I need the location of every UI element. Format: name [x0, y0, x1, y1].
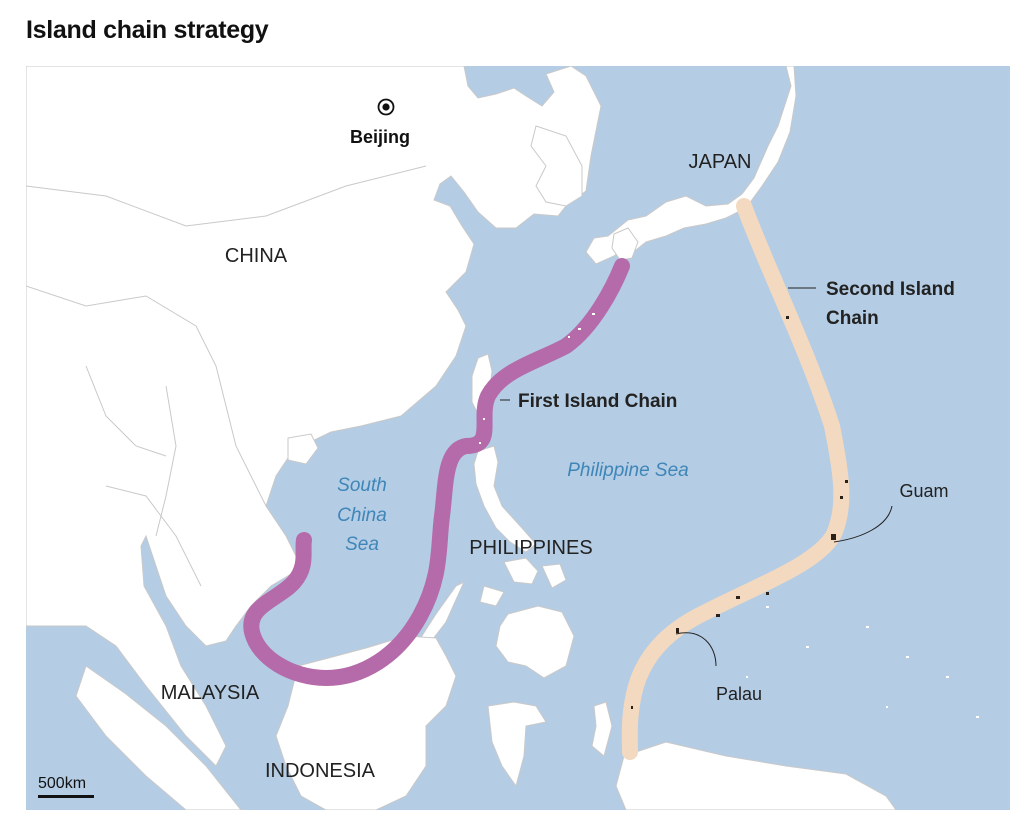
label-second-island-chain-1: Second Island [826, 279, 955, 300]
mindanao-island [495, 605, 575, 679]
country-label-china: CHINA [225, 245, 288, 267]
sea-label-south-china-2: China [337, 505, 387, 526]
visayas-islands [479, 557, 567, 607]
island-label-guam: Guam [899, 481, 948, 501]
page-title: Island chain strategy [26, 16, 269, 44]
halmahera-island [591, 701, 613, 757]
sumatra-island [75, 665, 242, 810]
luzon-island [473, 445, 537, 553]
country-label-indonesia: INDONESIA [265, 760, 376, 782]
label-second-island-chain-2: Chain [826, 308, 879, 329]
sulawesi-island [487, 701, 547, 788]
guam-leader [833, 505, 893, 543]
second-island-chain-line [621, 198, 850, 760]
pacific-small-islands [746, 606, 979, 718]
scale-label: 500km [38, 775, 86, 792]
sea-label-philippine: Philippine Sea [567, 460, 688, 481]
first-island-chain-line [243, 258, 630, 686]
new-guinea-island [615, 741, 897, 810]
palau-leader [675, 632, 717, 667]
country-label-philippines: PHILIPPINES [469, 537, 592, 559]
kyushu-land [611, 227, 639, 261]
country-label-japan: JAPAN [689, 151, 752, 173]
scale-bar [38, 795, 94, 798]
hainan-island [287, 433, 319, 465]
korea-land [530, 125, 583, 207]
capital-dot-icon [377, 98, 395, 116]
japan-land [585, 66, 797, 265]
country-label-malaysia: MALAYSIA [161, 682, 260, 704]
first-chain-islands [479, 313, 595, 444]
label-first-island-chain: First Island Chain [518, 391, 677, 412]
map: Beijing CHINA JAPAN PHILIPPINES MALAYSIA… [26, 66, 1010, 810]
sea-label-south-china-3: Sea [345, 534, 379, 555]
city-label-beijing: Beijing [350, 127, 410, 147]
country-border-lines [26, 165, 427, 587]
island-label-palau: Palau [716, 684, 762, 704]
mainland-asia-land [26, 66, 602, 767]
sea-label-south-china-1: South [337, 475, 387, 496]
second-chain-islands [631, 316, 848, 709]
